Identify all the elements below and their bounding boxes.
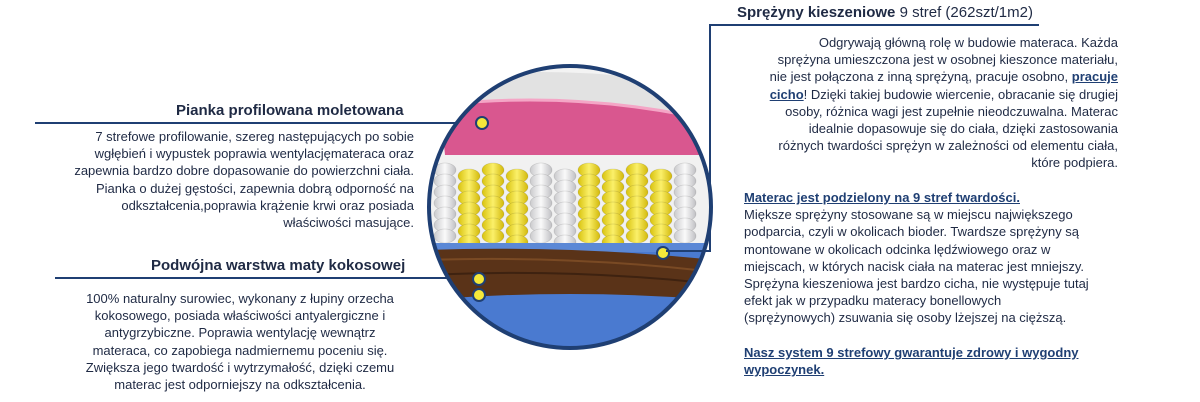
- cicho-link[interactable]: cicho: [769, 86, 804, 102]
- coconut-line: Zwiększa jego twardość i wytrzymałość, d…: [85, 359, 395, 375]
- foam-line: Pianka o dużej gęstości, zapewnia dobrą …: [96, 180, 414, 196]
- springs-line: nie jest połączona z inną sprężyną, prac…: [769, 69, 1069, 85]
- springs-line: sprężyna umieszczona jest w osobnej kies…: [777, 52, 1118, 68]
- spring-coil: [673, 228, 697, 244]
- zones-section: Materac jest podzielony na 9 stref tward…: [744, 189, 1164, 327]
- foam-leader-line: [35, 122, 481, 124]
- springs-title-bold: Sprężyny kieszeniowe: [737, 4, 896, 21]
- zones-line: miejscach, w których nacisk ciała na mat…: [744, 258, 1085, 274]
- illustration-circle-frame: [427, 64, 713, 350]
- springs-line: Odgrywają główną rolę w budowie materaca…: [818, 35, 1118, 50]
- foam-line: wgłębień i wypustek poprawia wentylacjęm…: [94, 146, 414, 162]
- spring-coil: [481, 228, 505, 244]
- coconut-line: kokosowego, posiada właściwości antyaler…: [94, 308, 386, 324]
- spring-leader-v: [709, 24, 711, 252]
- foam-line: właściwości masujące.: [283, 215, 414, 231]
- zones-line: montowane w okolicach odcinka lędźwioweg…: [744, 241, 1051, 257]
- coconut-line: materac jest odporniejszy na odkształcen…: [114, 377, 366, 393]
- zones-line: (sprężynowych) zsuwania się osoby lżejsz…: [744, 310, 1067, 326]
- foam-description: 7 strefowe profilowanie, szereg następuj…: [28, 128, 414, 231]
- spring-leader-h: [666, 250, 710, 252]
- coconut-description: 100% naturalny surowiec, wykonany z łupi…: [45, 290, 435, 393]
- guarantee-section: Nasz system 9 strefowy gwarantuje zdrowy…: [744, 344, 1164, 378]
- mattress-cross-section-illustration: [427, 64, 713, 350]
- zones-line: Sprężyna kieszeniowa jest bardzo cicha, …: [744, 276, 1089, 292]
- spring-coil: [577, 228, 601, 244]
- coconut-line: materaca, co zapobiega nadmiernemu pocen…: [92, 342, 388, 358]
- coconut-title: Podwójna warstwa maty kokosowej: [151, 257, 406, 274]
- coconut-line: antygrzybiczne. Poprawia wentylację wewn…: [104, 325, 376, 341]
- spring-coil: [625, 228, 649, 244]
- pracuje-link[interactable]: pracuje: [1071, 69, 1118, 85]
- spring-coil: [529, 228, 553, 244]
- foam-line: zapewnia bardzo dobre dopasowanie do pow…: [74, 163, 414, 179]
- springs-line: ! Dzięki takiej budowie wiercenie, obrac…: [803, 86, 1118, 102]
- springs-line: idealnie dopasowuje się do ciała, dzięki…: [808, 121, 1118, 137]
- springs-line: osoby, różnica wagi jest zupełnie nieodc…: [785, 103, 1118, 119]
- spring-coil: [433, 228, 457, 244]
- coconut-marker-dot-1: [472, 272, 486, 286]
- guarantee-link-line-1[interactable]: Nasz system 9 strefowy gwarantuje zdrowy…: [744, 345, 1079, 360]
- zones-heading-link[interactable]: Materac jest podzielony na 9 stref tward…: [744, 190, 1020, 205]
- spring-marker-dot: [656, 246, 670, 260]
- zones-line: Miększe sprężyny stosowane są w miejscu …: [744, 207, 1073, 223]
- coconut-marker-dot-2: [472, 288, 486, 302]
- springs-title-rest: 9 stref (262szt/1m2): [895, 4, 1033, 21]
- springs-description: Odgrywają główną rolę w budowie materaca…: [724, 34, 1118, 172]
- zones-line: podparcia, czyli w okolicach bioder. Twa…: [744, 224, 1080, 240]
- coconut-leader-line: [55, 277, 479, 279]
- springs-title: Sprężyny kieszeniowe 9 stref (262szt/1m2…: [737, 4, 1033, 21]
- zones-line: efekt jak w przypadku materacy bonellowy…: [744, 293, 1002, 309]
- pocket-springs-layer: [433, 162, 697, 250]
- coconut-line: 100% naturalny surowiec, wykonany z łupi…: [86, 291, 394, 306]
- springs-line: różnych twardości sprężyn w zależności o…: [778, 138, 1118, 154]
- springs-line: które podpiera.: [1031, 155, 1118, 171]
- foam-marker-dot: [475, 116, 489, 130]
- coconut-mat-layer: [429, 248, 711, 300]
- foam-title: Pianka profilowana moletowana: [176, 102, 404, 119]
- foam-line: odkształcenia,poprawia krążenie krwi ora…: [121, 197, 414, 213]
- guarantee-link-line-2[interactable]: wypoczynek.: [744, 362, 825, 378]
- spring-title-underline: [709, 24, 1039, 26]
- foam-line: 7 strefowe profilowanie, szereg następuj…: [95, 129, 414, 144]
